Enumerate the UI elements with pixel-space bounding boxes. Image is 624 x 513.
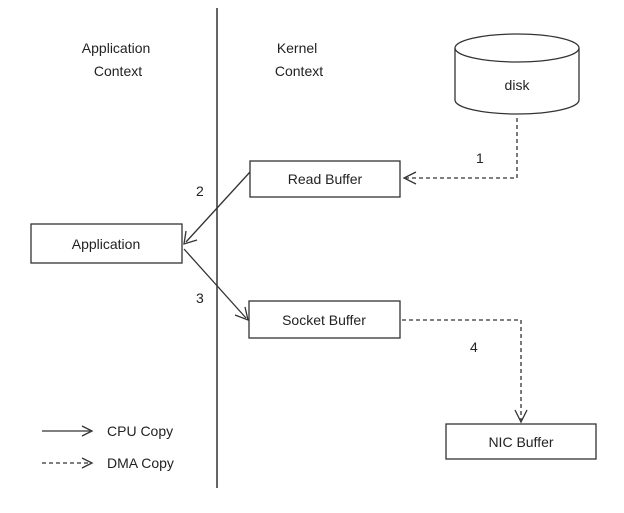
step-4-arrowhead: [514, 409, 528, 424]
nic-buffer-label: NIC Buffer: [488, 434, 553, 450]
step-3-cpu-arrow: [183, 248, 249, 322]
step-4-dma-arrow: [402, 319, 528, 424]
application-node: Application: [30, 223, 183, 264]
disk-cylinder-top: [454, 33, 580, 63]
application-context-line2: Context: [94, 63, 142, 79]
nic-buffer-box: [445, 423, 597, 460]
disk-label: disk: [505, 77, 531, 93]
step-1-label: 1: [476, 150, 484, 166]
socket-buffer-label: Socket Buffer: [282, 312, 366, 328]
application-label: Application: [72, 236, 141, 252]
step-1-arrowhead: [402, 171, 417, 185]
step-2-cpu-arrow: [183, 171, 251, 245]
kernel-context-label: Kernel Context: [275, 40, 323, 79]
step-2-label: 2: [196, 183, 204, 199]
legend-cpu-copy-arrow: [42, 425, 94, 437]
step-3-arrowhead: [234, 306, 249, 322]
application-box: [30, 223, 183, 264]
step-4-label: 4: [470, 339, 478, 355]
socket-buffer-node: Socket Buffer: [248, 300, 401, 339]
step-1-dma-arrow: [402, 118, 518, 185]
kernel-context-line1: Kernel: [277, 40, 317, 56]
disk-node: disk: [454, 33, 580, 115]
read-buffer-node: Read Buffer: [249, 160, 401, 198]
nic-buffer-node: NIC Buffer: [445, 423, 597, 460]
step-2-arrowhead: [183, 230, 198, 245]
legend-cpu-copy-label: CPU Copy: [107, 423, 173, 439]
application-context-line1: Application: [82, 40, 151, 56]
read-buffer-label: Read Buffer: [288, 171, 363, 187]
legend-dma-copy-arrow: [42, 457, 94, 469]
disk-cylinder-body: [454, 48, 580, 115]
legend-dma-copy-label: DMA Copy: [107, 455, 174, 471]
kernel-context-line2: Context: [275, 63, 323, 79]
application-context-label: Application Context: [82, 40, 154, 79]
socket-buffer-box: [248, 300, 401, 339]
legend: CPU Copy DMA Copy: [42, 423, 174, 471]
step-3-label: 3: [196, 290, 204, 306]
read-buffer-box: [249, 160, 401, 198]
